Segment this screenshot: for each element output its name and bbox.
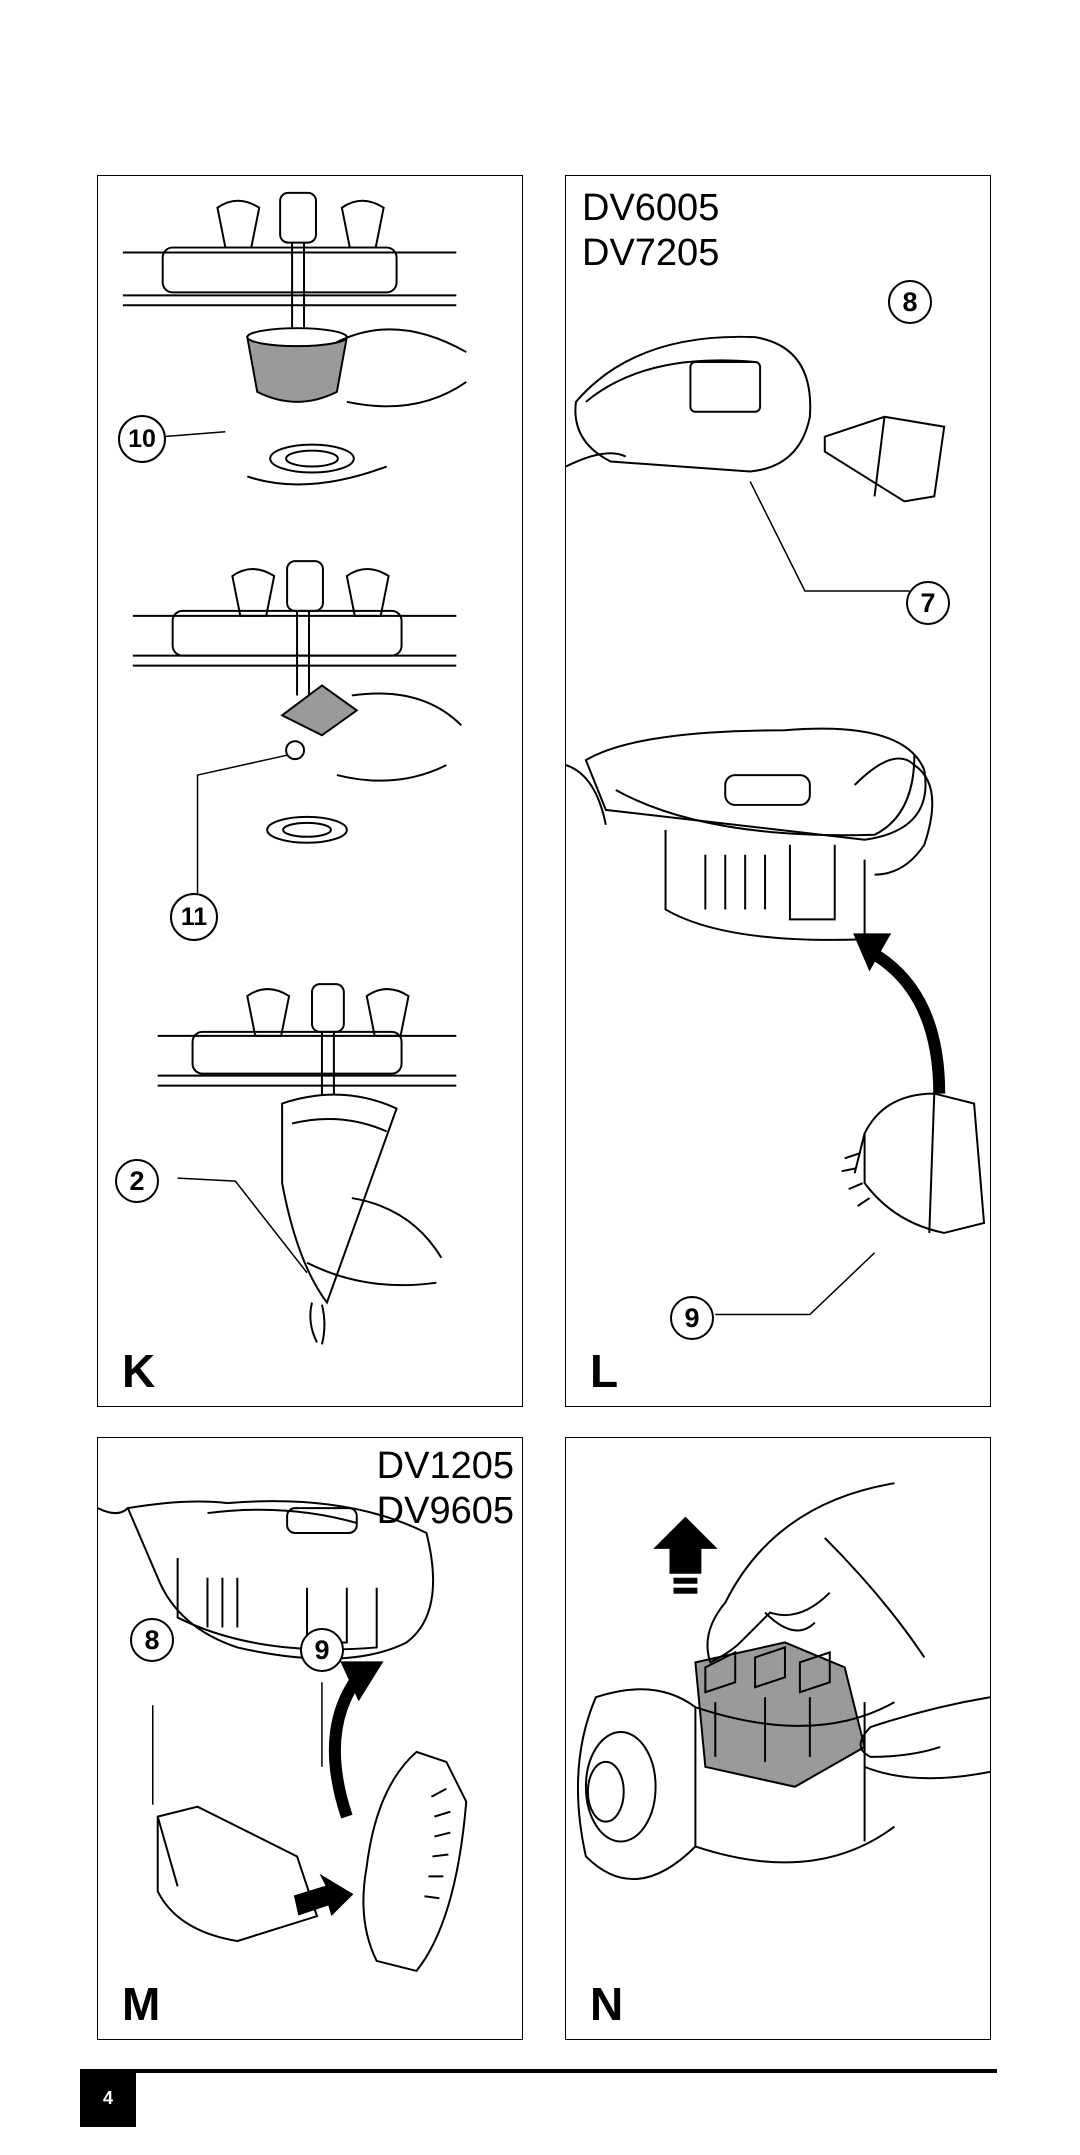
callout-11: 11 bbox=[170, 893, 218, 941]
brush-tool-m bbox=[362, 1750, 468, 1973]
model-list-m: DV1205 DV9605 bbox=[377, 1444, 514, 1534]
model-list-l: DV6005 DV7205 bbox=[582, 186, 719, 276]
panel-letter-m: M bbox=[122, 1978, 161, 2030]
panel-letter-k: K bbox=[122, 1345, 156, 1397]
callout-9: 9 bbox=[670, 1296, 714, 1340]
callout-10: 10 bbox=[118, 415, 166, 463]
sink-scene-middle bbox=[132, 560, 462, 895]
footer-rule bbox=[80, 2069, 997, 2073]
filter-assembly bbox=[694, 1641, 866, 1788]
model-name: DV7205 bbox=[582, 232, 720, 274]
up-arrow-icon bbox=[653, 1516, 718, 1594]
callout-2: 2 bbox=[115, 1159, 159, 1203]
brush-tool bbox=[841, 1092, 986, 1234]
callout-7: 7 bbox=[906, 581, 950, 625]
panel-n: N bbox=[565, 1437, 991, 2040]
vacuum-motor bbox=[576, 1688, 896, 1880]
hand-side bbox=[859, 1696, 990, 1780]
sink-scene-bottom bbox=[157, 983, 457, 1345]
vacuum-underside bbox=[98, 1500, 435, 1660]
crevice-tool-m bbox=[156, 1805, 319, 1943]
callout-8: 8 bbox=[130, 1618, 174, 1662]
hand-top bbox=[706, 1482, 926, 1664]
sink-scene-top bbox=[122, 191, 467, 486]
callout-9: 9 bbox=[300, 1628, 344, 1672]
crevice-tool bbox=[823, 415, 946, 503]
panel-m: DV1205 DV9605 8 9 M bbox=[97, 1437, 523, 2040]
model-name: DV6005 bbox=[582, 187, 720, 229]
panel-letter-l: L bbox=[590, 1345, 619, 1397]
faucet-rinse-illustrations bbox=[122, 191, 467, 1345]
page-number: 4 bbox=[80, 2069, 136, 2127]
panel-letter-n: N bbox=[590, 1978, 624, 2030]
model-name: DV9605 bbox=[376, 1490, 514, 1532]
charging-base bbox=[566, 335, 812, 473]
panel-k: 10 11 2 K bbox=[97, 175, 523, 1407]
panel-l: DV6005 DV7205 bbox=[565, 175, 991, 1407]
tool-storage-illustration bbox=[98, 1500, 468, 1973]
callout-8: 8 bbox=[888, 280, 932, 324]
filter-removal-illustration bbox=[576, 1482, 990, 1880]
model-name: DV1205 bbox=[376, 1445, 514, 1487]
vacuum-body bbox=[566, 727, 934, 941]
charger-and-vacuum-illustration bbox=[566, 335, 986, 1316]
